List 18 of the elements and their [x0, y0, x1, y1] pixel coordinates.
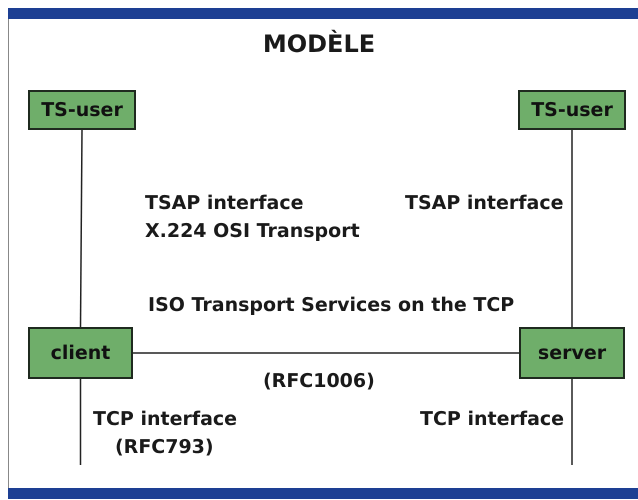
process-box: TS-user: [28, 90, 136, 130]
connector-line: [133, 352, 519, 354]
edge-label: ISO Transport Services on the TCP: [148, 294, 514, 316]
interface-label: TCP interface: [93, 408, 238, 430]
connector-line: [80, 130, 83, 327]
interface-label: TCP interface: [420, 408, 564, 430]
connector-line: [571, 130, 573, 327]
interface-label: X.224 OSI Transport: [145, 220, 360, 242]
interface-label: TSAP interface: [145, 192, 304, 214]
interface-label: (RFC793): [115, 436, 214, 458]
process-box: client: [28, 327, 133, 379]
process-box: server: [519, 327, 625, 379]
diagram-title: MODÈLE: [262, 30, 376, 58]
interface-label: TSAP interface: [405, 192, 564, 214]
interface-label: (RFC1006): [263, 370, 375, 392]
process-box: TS-user: [518, 90, 626, 130]
connector-line: [80, 379, 82, 465]
connector-line: [571, 379, 573, 465]
